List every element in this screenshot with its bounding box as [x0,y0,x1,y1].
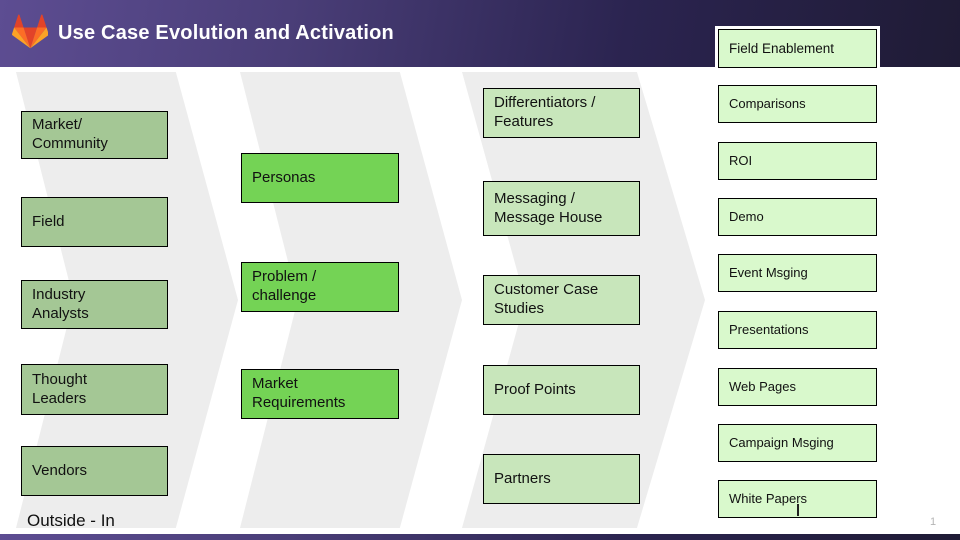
box-label: Web Pages [729,378,796,394]
box-market-community[interactable]: Market/ Community [21,111,168,159]
field-enablement-box[interactable]: Field Enablement [718,29,877,68]
outside-in-caption: Outside - In [27,511,115,530]
box-label: Proof Points [494,380,576,398]
box-presentations[interactable]: Presentations [718,311,877,349]
box-campaign-msging[interactable]: Campaign Msging [718,424,877,462]
page-number: 1 [930,516,937,528]
box-label: Messaging / Message House [494,189,603,226]
field-enablement-label: Field Enablement [729,41,835,56]
gitlab-tanuki-icon [12,14,48,49]
box-label: Personas [252,168,316,186]
slide-title: Use Case Evolution and Activation [58,22,394,44]
box-label: Problem / challenge [252,268,317,304]
box-label: Event Msging [729,264,808,280]
box-label: ROI [729,152,753,168]
box-industry-analysts[interactable]: Industry Analysts [21,280,168,329]
box-label: Market Requirements [252,375,346,411]
box-problem-challenge[interactable]: Problem / challenge [241,262,399,312]
box-comparisons[interactable]: Comparisons [718,85,877,123]
box-market-requirements[interactable]: Market Requirements [241,369,399,419]
box-partners[interactable]: Partners [483,454,640,504]
footer-bar [0,534,960,540]
box-thought-leaders[interactable]: Thought Leaders [21,364,168,415]
box-customer-case-studies[interactable]: Customer Case Studies [483,275,640,325]
box-demo[interactable]: Demo [718,198,877,236]
box-label: Presentations [729,321,809,337]
box-label: Thought Leaders [32,370,88,407]
box-label: Campaign Msging [729,434,834,450]
box-label: Demo [729,208,764,224]
box-label: Partners [494,469,551,487]
box-label: Vendors [32,461,88,479]
box-differentiators-features[interactable]: Differentiators / Features [483,88,640,138]
box-label: Field [32,212,65,230]
box-personas[interactable]: Personas [241,153,399,203]
box-messaging-message-house[interactable]: Messaging / Message House [483,181,640,236]
text-cursor [797,504,799,516]
box-label: White Papers [729,490,808,506]
box-field[interactable]: Field [21,197,168,247]
box-proof-points[interactable]: Proof Points [483,365,640,415]
box-label: Market/ Community [32,116,108,152]
box-event-msging[interactable]: Event Msging [718,254,877,292]
box-vendors[interactable]: Vendors [21,446,168,496]
box-roi[interactable]: ROI [718,142,877,180]
box-label: Customer Case Studies [494,281,599,317]
box-label: Industry Analysts [32,285,89,322]
box-label: Differentiators / Features [494,94,596,130]
box-web-pages[interactable]: Web Pages [718,368,877,406]
box-label: Comparisons [729,95,806,111]
